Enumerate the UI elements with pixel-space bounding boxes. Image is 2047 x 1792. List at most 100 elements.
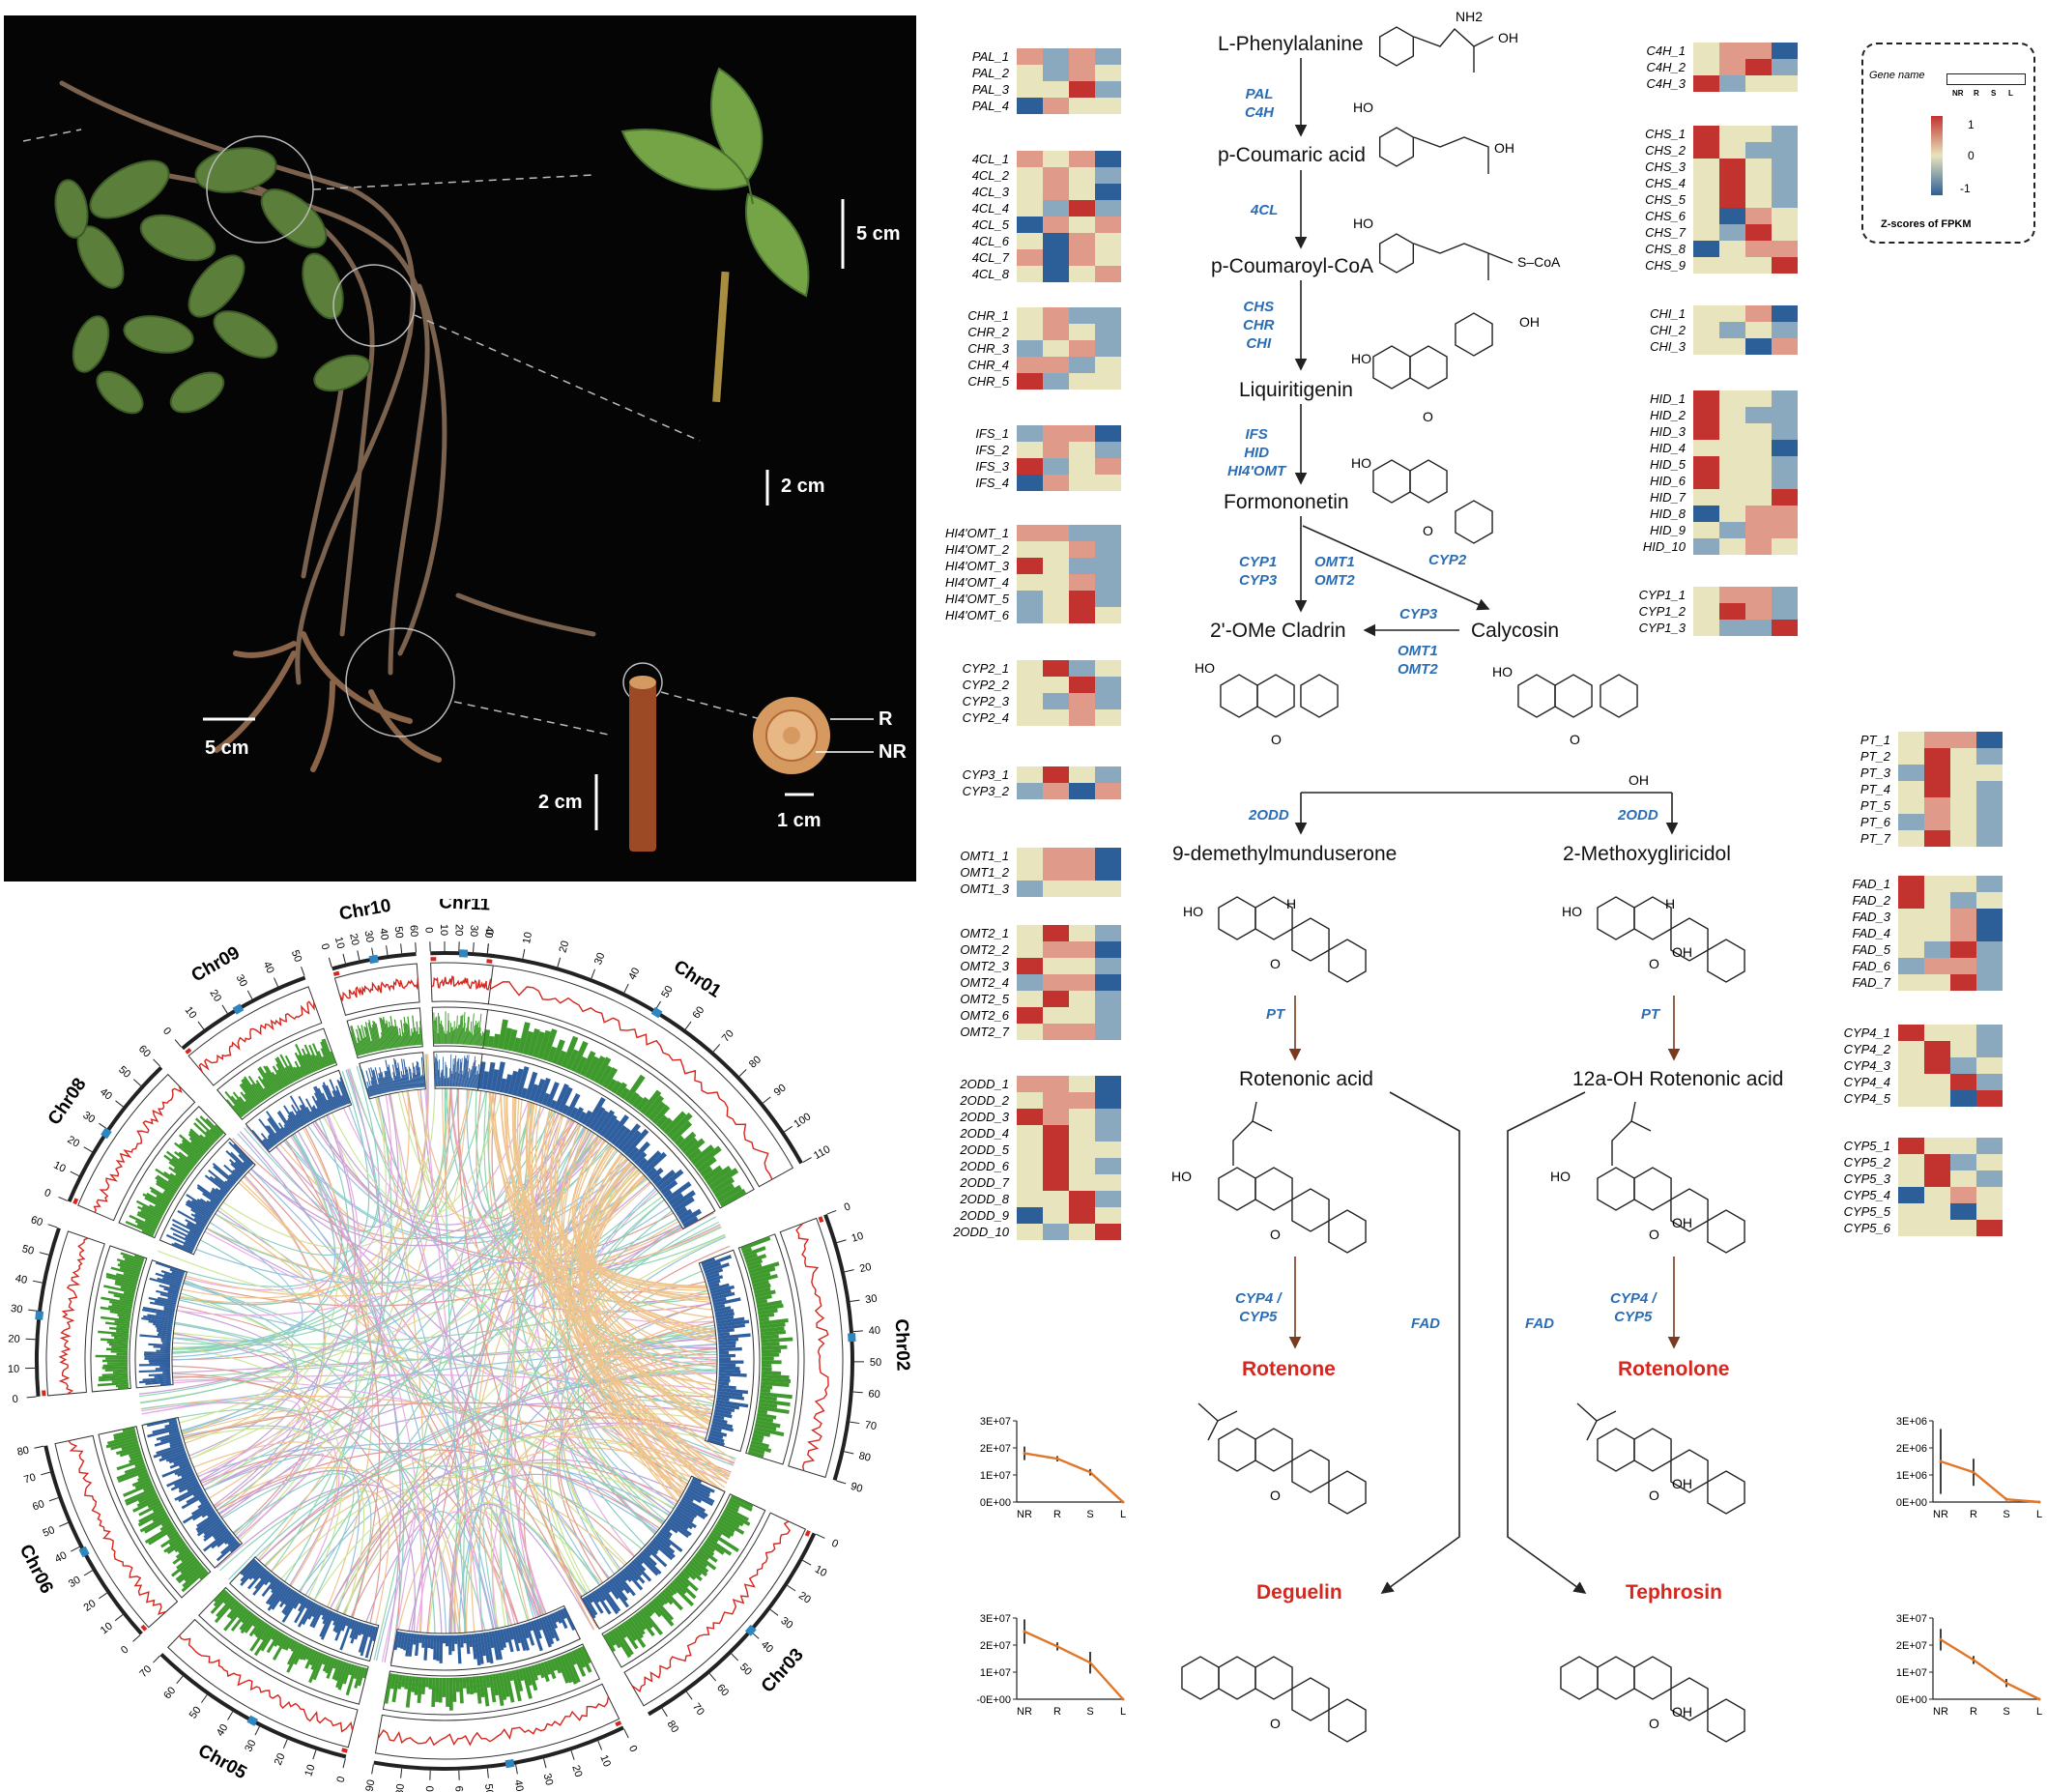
repeat-density-bar (392, 1080, 396, 1091)
gene-density-bar (760, 1330, 787, 1337)
repeat-density-bar (620, 1130, 642, 1154)
chart-x-tick-label: NR (1933, 1509, 1948, 1520)
gene-density-bar (295, 1066, 303, 1079)
repeat-density-bar (468, 1633, 473, 1647)
repeat-density-bar (332, 1612, 338, 1622)
repeat-density-bar (266, 1111, 286, 1139)
axis-tick (708, 1673, 717, 1682)
heatmap-cell (1693, 75, 1719, 92)
phe-chain (1413, 27, 1494, 47)
heatmap-cell (1745, 241, 1772, 257)
repeat-density-bar (589, 1592, 604, 1614)
gene-density-bar (693, 1145, 722, 1170)
repeat-density-bar (379, 1073, 386, 1094)
repeat-density-bar (170, 1227, 198, 1242)
repeat-density-bar (187, 1483, 200, 1492)
tephrosin-ring-c (1670, 1677, 1709, 1721)
heatmap-cell (1095, 709, 1121, 726)
gene-density-bar (640, 1089, 662, 1115)
axis-tick (176, 1675, 184, 1685)
heatmap-cell (1043, 217, 1069, 233)
heatmap-gene-label: 2ODD_8 (959, 1192, 1009, 1206)
repeat-density-bar (268, 1125, 281, 1142)
axis-tick (153, 1655, 160, 1663)
repeat-density-bar (474, 1065, 477, 1088)
repeat-density-bar (490, 1069, 500, 1091)
heatmap-cell (1069, 151, 1095, 167)
repeat-density-bar (298, 1095, 313, 1121)
heatmap-cell (1069, 266, 1095, 282)
chart-x-tick-label: R (1970, 1509, 1977, 1520)
repeat-density-bar (663, 1189, 673, 1199)
axis-tick (39, 1252, 49, 1256)
gene-density-bar (549, 1659, 558, 1671)
heatmap-cell (1069, 442, 1095, 458)
gene-density-bar (751, 1436, 764, 1443)
heatmap-gene-label: IFS_3 (975, 459, 1009, 474)
heatmap-cell (1719, 175, 1745, 191)
enzyme-2odd-left: 2ODD (1249, 807, 1289, 824)
gene-density-bar (372, 1021, 380, 1052)
cladrin-ring-a (1220, 674, 1258, 718)
repeat-density-bar (225, 1149, 247, 1171)
heatmap-cell (1069, 200, 1095, 217)
gene-density-bar (701, 1545, 715, 1557)
chart-point (1121, 1500, 1125, 1504)
gene-density-bar (182, 1567, 206, 1588)
repeat-density-bar (159, 1433, 182, 1443)
axis-tick (661, 1708, 668, 1718)
synteny-link (574, 1111, 743, 1289)
heatmap-cell (1976, 765, 2003, 781)
gene-density-bar (761, 1371, 782, 1375)
axis-tick-label: 20 (796, 1590, 813, 1606)
repeat-density-bar (193, 1217, 207, 1227)
gene-density-bar (156, 1195, 170, 1205)
gene-density-bar (455, 1677, 460, 1692)
repeat-density-bar (445, 1634, 449, 1647)
gene-density-bar (652, 1598, 675, 1621)
heatmap-cell (1898, 781, 1924, 797)
repeat-density-bar (207, 1510, 216, 1517)
enzyme-fad-left: FAD (1411, 1315, 1440, 1332)
heatmap-cell (1017, 1142, 1043, 1158)
heatmap-cell (1069, 864, 1095, 881)
axis-tick-label: 20 (8, 1333, 20, 1345)
gene-density-bar (546, 1660, 557, 1680)
heatmap-gene-label: CYP4_5 (1844, 1091, 1891, 1106)
heatmap-gene-label: HID_2 (1650, 408, 1687, 422)
heatmap-cell (1095, 425, 1121, 442)
repeat-density-bar (660, 1179, 678, 1196)
repeat-density-bar (340, 1095, 347, 1106)
heatmap-cell (1898, 830, 1924, 847)
repeat-density-bar (507, 1070, 518, 1095)
repeat-density-bar (545, 1082, 560, 1108)
scale-label-5cm-plant: 5 cm (205, 737, 249, 759)
repeat-density-bar (321, 1608, 329, 1621)
repeat-density-bar (271, 1579, 282, 1594)
label-oh: OH (1629, 772, 1649, 788)
heatmap-cell (1095, 442, 1121, 458)
gene-density-bar (371, 1026, 378, 1052)
gene-density-bar (120, 1252, 145, 1262)
repeat-density-bar (370, 1081, 376, 1096)
chart-x-tick-label: NR (1017, 1509, 1032, 1520)
heatmap-gene-label: OMT2_6 (960, 1008, 1009, 1023)
repeat-density-bar (666, 1519, 690, 1539)
axis-tick-label: 30 (592, 951, 608, 967)
synteny-link (582, 1126, 745, 1431)
heatmap-cell (1898, 1171, 1924, 1187)
heatmap-cell (1719, 126, 1745, 142)
gene-density-bar (187, 1133, 209, 1152)
heatmap-cell (1745, 43, 1772, 59)
gene-density-bar (305, 1054, 316, 1073)
axis-tick (850, 1421, 860, 1425)
heatmap-gene-label: HI4'OMT_5 (945, 592, 1010, 606)
axis-tick (473, 942, 475, 953)
repeat-density-bar (609, 1578, 628, 1602)
ohrotacid-ring-c (1670, 1188, 1709, 1232)
heatmap-cell (1017, 1007, 1043, 1024)
synteny-link (173, 1214, 728, 1484)
repeat-density-bar (383, 1078, 388, 1093)
